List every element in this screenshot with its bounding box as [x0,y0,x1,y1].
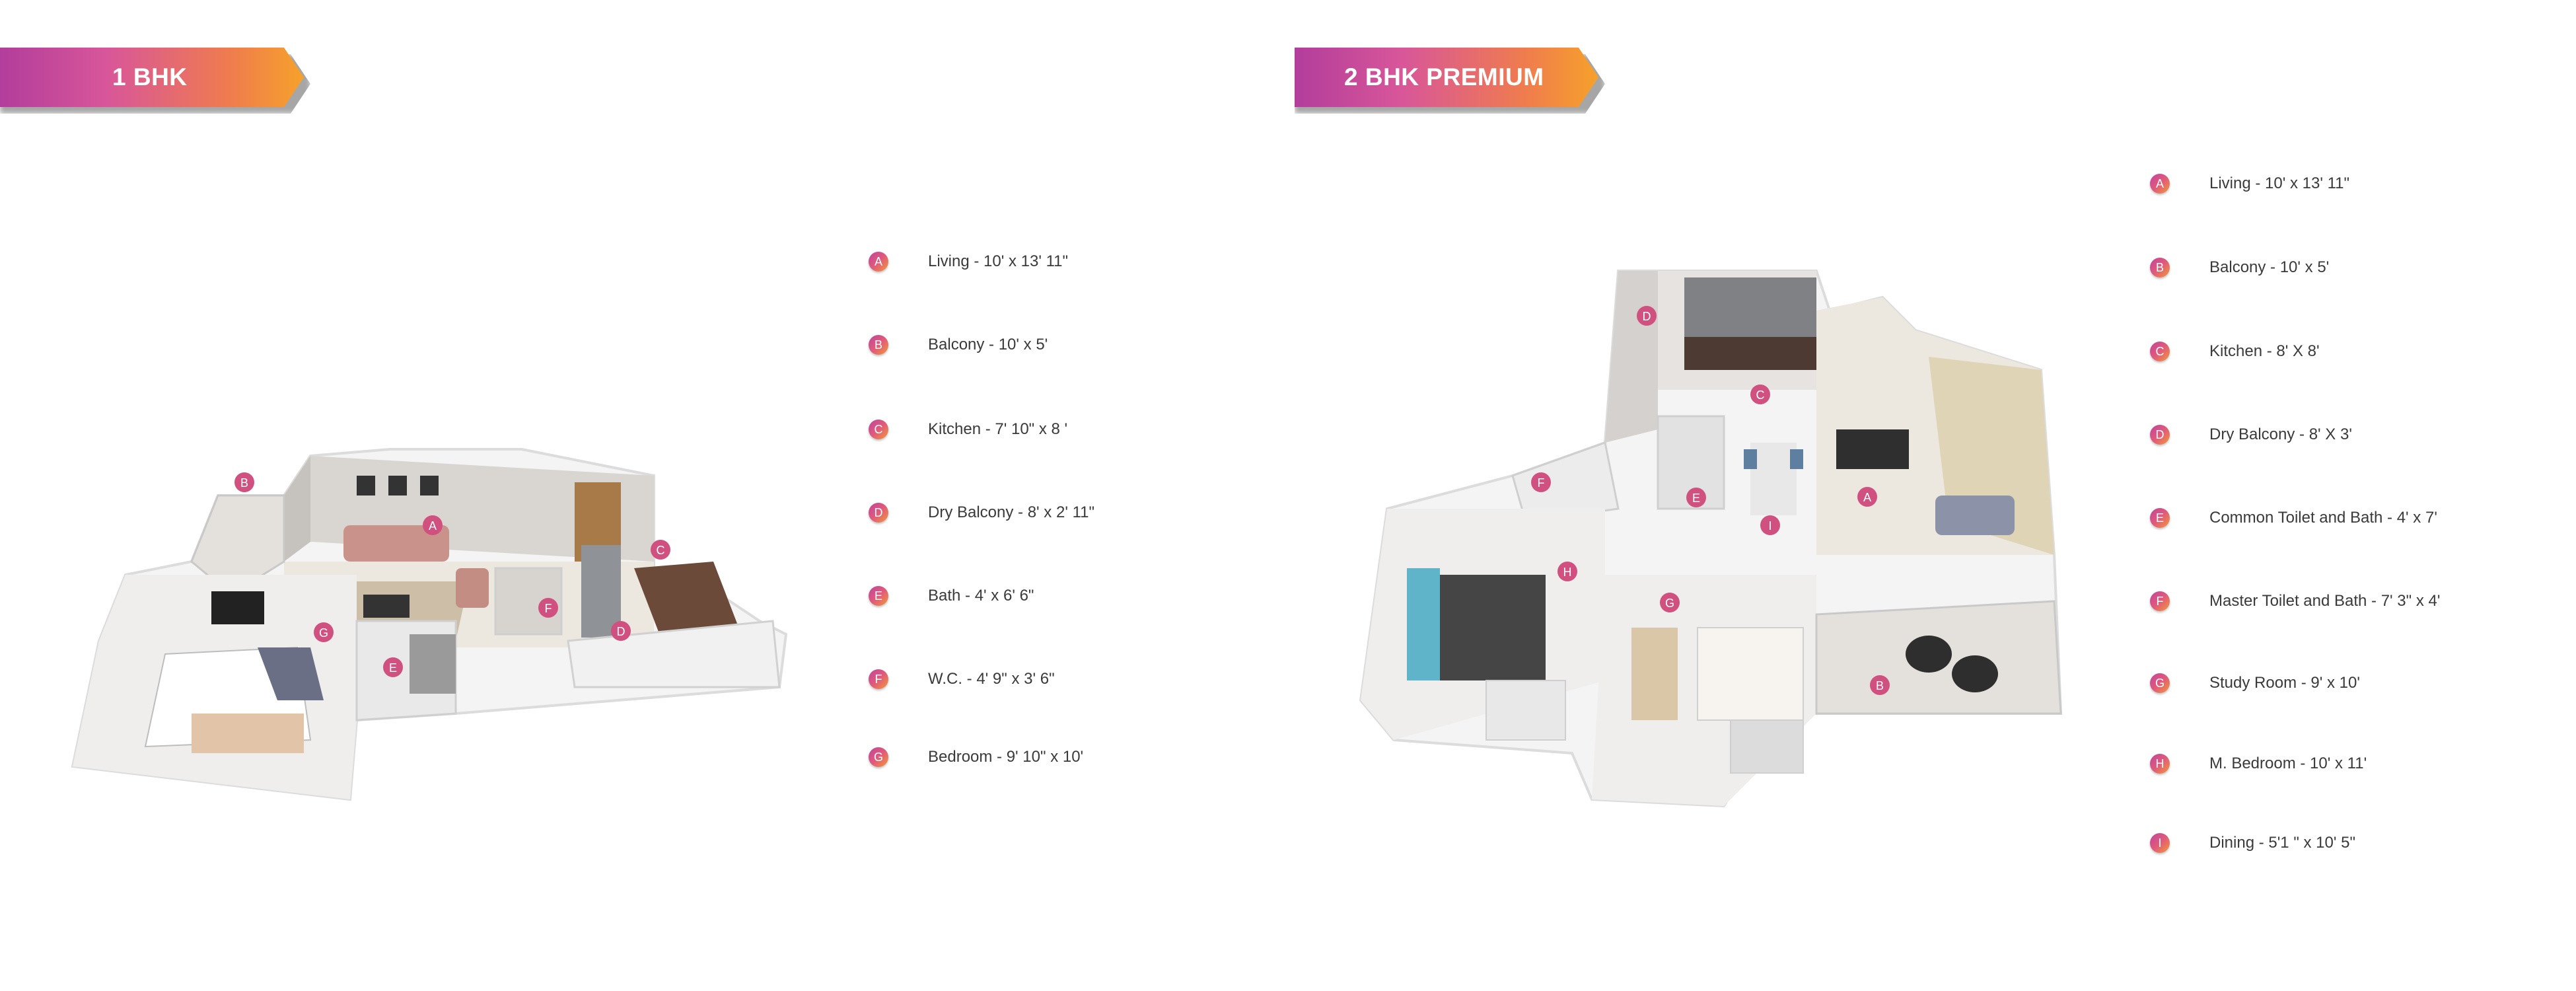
legend-badge: B [2150,258,2170,277]
legend-badge: A [2150,174,2170,194]
legend-badge: C [869,420,888,439]
svg-text:F: F [1538,476,1545,490]
svg-text:B: B [1876,679,1884,692]
marker-C-1bhk: C [651,540,670,560]
legend-item-a: A Living - 10' x 13' 11" [869,248,1068,275]
legend-item-c: C Kitchen - 8' X 8' [2150,338,2320,365]
legend-item-g: G Bedroom - 9' 10" x 10' [869,744,1083,770]
legend-label: Dining - 5'1 " x 10' 5" [2209,834,2355,852]
legend-label: Study Room - 9' x 10' [2209,674,2360,692]
marker-D-2bhk: D [1637,306,1657,326]
legend-badge: I [2150,833,2170,853]
legend-item-h: H M. Bedroom - 10' x 11' [2150,751,2367,777]
legend-badge: F [869,669,888,689]
legend-badge: E [2150,508,2170,528]
marker-H-2bhk: H [1557,562,1577,581]
marker-F-2bhk: F [1531,472,1551,492]
legend-badge: C [2150,342,2170,361]
svg-text:E: E [389,661,397,675]
legend-item-e: E Common Toilet and Bath - 4' x 7' [2150,505,2437,531]
legend-label: Common Toilet and Bath - 4' x 7' [2209,509,2437,527]
marker-E-2bhk: E [1686,488,1706,507]
marker-I-2bhk: I [1760,515,1780,535]
legend-item-g: G Study Room - 9' x 10' [2150,670,2360,696]
svg-text:I: I [1768,519,1771,532]
legend-item-i: I Dining - 5'1 " x 10' 5" [2150,830,2355,856]
legend-badge: G [2150,673,2170,693]
legend-badge: G [869,747,888,767]
svg-text:F: F [545,602,552,615]
svg-text:B: B [240,476,248,490]
legend-item-b: B Balcony - 10' x 5' [2150,254,2329,281]
legend-item-f: F W.C. - 4' 9" x 3' 6" [869,666,1055,692]
legend-label: Dry Balcony - 8' x 2' 11" [928,503,1094,521]
legend-badge: A [869,252,888,272]
svg-text:G: G [319,626,328,640]
svg-text:A: A [1863,491,1871,504]
plan-title-2bhk: 2 BHK PREMIUM [1344,63,1544,91]
legend-item-c: C Kitchen - 7' 10" x 8 ' [869,416,1067,443]
marker-E-1bhk: E [383,657,403,677]
legend-label: Balcony - 10' x 5' [928,336,1048,353]
legend-badge: D [2150,425,2170,445]
legend-label: Bedroom - 9' 10" x 10' [928,748,1084,766]
svg-text:C: C [657,544,665,557]
svg-text:H: H [1563,566,1572,579]
floorplan-2bhk-image: A B C D E F G H I [1359,270,2063,808]
svg-text:A: A [429,519,437,532]
banner-2bhk-premium: 2 BHK PREMIUM [1295,48,1598,107]
marker-B-1bhk: B [234,472,254,492]
legend-item-a: A Living - 10' x 13' 11" [2150,170,2349,197]
marker-D-1bhk: D [611,621,631,641]
marker-C-2bhk: C [1750,385,1770,404]
marker-G-1bhk: G [314,622,334,642]
legend-label: Bath - 4' x 6' 6" [928,587,1034,605]
legend-label: Dry Balcony - 8' X 3' [2209,425,2352,443]
legend-badge: H [2150,754,2170,774]
legend-badge: E [869,586,888,606]
marker-A-1bhk: A [423,515,443,535]
legend-badge: D [869,503,888,523]
svg-text:D: D [617,625,626,638]
legend-label: Master Toilet and Bath - 7' 3" x 4' [2209,592,2441,610]
legend-label: W.C. - 4' 9" x 3' 6" [928,670,1055,688]
marker-F-1bhk: F [538,598,558,618]
legend-item-b: B Balcony - 10' x 5' [869,332,1048,358]
legend-item-d: D Dry Balcony - 8' X 3' [2150,422,2352,448]
legend-label: Kitchen - 8' X 8' [2209,342,2320,360]
svg-text:C: C [1756,388,1765,402]
svg-text:D: D [1643,310,1651,323]
legend-label: M. Bedroom - 10' x 11' [2209,754,2367,772]
floorplan-1bhk-image: A B C D E F G [71,448,788,801]
legend-label: Balcony - 10' x 5' [2209,258,2330,276]
legend-label: Living - 10' x 13' 11" [928,252,1069,270]
legend-label: Living - 10' x 13' 11" [2209,174,2350,192]
legend-badge: F [2150,591,2170,611]
svg-text:G: G [1665,597,1674,610]
marker-A-2bhk: A [1857,487,1877,507]
banner-1bhk: 1 BHK [0,48,304,107]
legend-item-e: E Bath - 4' x 6' 6" [869,583,1034,609]
legend-label: Kitchen - 7' 10" x 8 ' [928,420,1068,438]
legend-item-d: D Dry Balcony - 8' x 2' 11" [869,499,1094,526]
marker-B-2bhk: B [1870,675,1890,695]
svg-text:E: E [1692,492,1700,505]
plan-title-1bhk: 1 BHK [112,63,188,91]
legend-item-f: F Master Toilet and Bath - 7' 3" x 4' [2150,588,2440,614]
legend-badge: B [869,335,888,355]
marker-G-2bhk: G [1660,593,1680,612]
